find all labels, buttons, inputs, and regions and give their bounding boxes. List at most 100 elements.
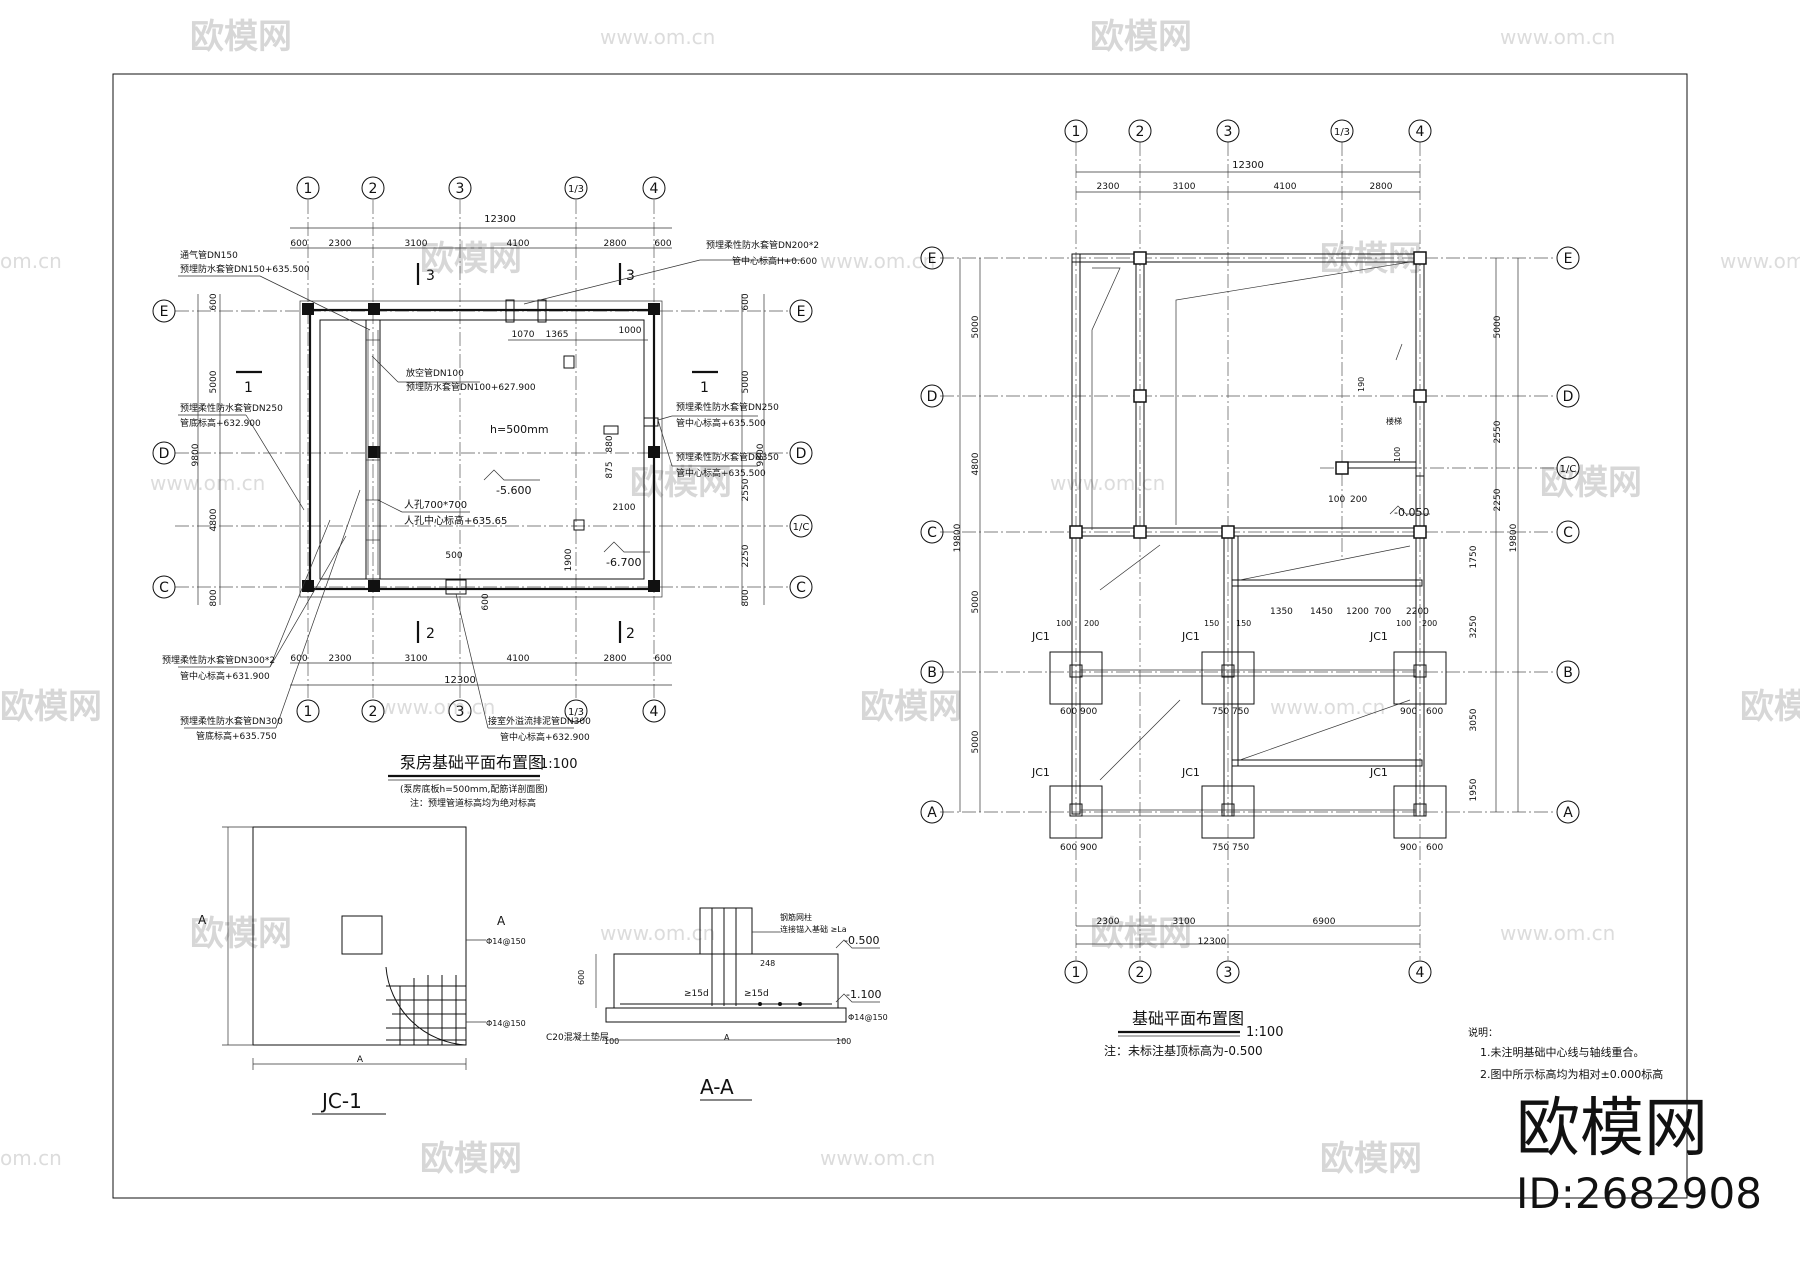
section-rebar: Φ14@150 (848, 1013, 888, 1022)
small-dim: 100 (1396, 619, 1411, 628)
cushion-layer (605, 1007, 847, 1023)
footing-label: JC1 (1181, 766, 1200, 779)
inner-dim: 875 (605, 461, 615, 478)
jc1-detail: A A A Φ14@150 Φ14@150 JC-1 (198, 826, 526, 1115)
axis-label: B (1563, 665, 1573, 681)
slab-thickness: h=500mm (490, 423, 549, 436)
axis-label: 2 (369, 181, 378, 197)
notes-heading: 说明： (1468, 1026, 1498, 1039)
dim: 3100 (1173, 182, 1196, 192)
section-dim: 600 (577, 970, 586, 985)
axis-label: E (928, 251, 937, 267)
section-mark: 1 (700, 380, 709, 396)
section-mark: 2 (426, 626, 435, 642)
dims-left: 19800 5000 4800 5000 5000 (953, 258, 981, 812)
axis-label: C (796, 580, 806, 596)
dims-right: 19800 5000 2550 2250 1750 3250 3050 1950 (1469, 258, 1519, 812)
axis-label: 1/3 (568, 184, 584, 195)
dim: 800 (209, 589, 219, 606)
axis-label: 4 (1416, 124, 1425, 140)
section-mark: 3 (626, 268, 635, 284)
dim: 600 (290, 654, 307, 664)
dim-total: 19800 (1509, 523, 1519, 552)
note: 预埋防水套管DN100+627.900 (406, 381, 536, 393)
plan-title: 泵房基础平面布置图 (400, 753, 544, 772)
dim: 5000 (1493, 315, 1503, 338)
axis-label: C (1563, 525, 1573, 541)
watermark-url: om.cn (0, 1146, 62, 1170)
small-dim: 150 (1236, 619, 1251, 628)
axis-label: 3 (456, 181, 465, 197)
plan-note: 注：未标注基顶标高为-0.500 (1104, 1043, 1263, 1058)
plan-scale: 1:100 (1246, 1025, 1283, 1040)
inner-dim: 880 (605, 435, 615, 452)
watermark-brand: 欧模网 (190, 914, 292, 954)
note: 管中心标高+631.900 (180, 670, 270, 682)
watermark-url: www.om.cn (150, 471, 265, 495)
dims-left: 9800 600 5000 4800 800 (191, 293, 221, 607)
footing-dim: 750 (1232, 843, 1249, 853)
tank-wall-outer (308, 308, 656, 591)
dim: 1950 (1469, 778, 1479, 801)
plan-title: 基础平面布置图 (1132, 1009, 1244, 1028)
section-aa: 钢筋网柱 连接锚入基础 ≥La 248 -0.500 -1.100 600 Φ1… (546, 907, 888, 1101)
slope-lines (1091, 261, 1411, 781)
dim: 4100 (507, 239, 530, 249)
dim: 4100 (507, 654, 530, 664)
small-dim: 150 (1204, 619, 1219, 628)
section-dim: A (724, 1033, 730, 1042)
axis-label: D (159, 446, 170, 462)
axis-label: 2 (369, 704, 378, 720)
stair-label: 楼梯 (1386, 416, 1402, 426)
tank-wall-inner (319, 319, 645, 580)
axis-label: A (927, 805, 937, 821)
grade-beams (1071, 253, 1425, 817)
note: 管中心标高+632.900 (500, 731, 590, 743)
dim: 2300 (1097, 917, 1120, 927)
footing-label: JC1 (1031, 630, 1050, 643)
dim: 3100 (405, 239, 428, 249)
dim: 600 (741, 293, 751, 310)
section-dim: 100 (604, 1037, 619, 1046)
small-dim: 1450 (1310, 607, 1333, 617)
watermark-url: www.om.cn (1720, 249, 1800, 273)
note: 人孔700*700 (404, 499, 467, 511)
axis-label: 1 (304, 704, 313, 720)
small-dim: 190 (1357, 377, 1366, 392)
dim: 600 (290, 239, 307, 249)
footing-dim: 600 (1426, 707, 1443, 717)
note: 预埋柔性防水套管DN200*2 (706, 239, 819, 251)
dim-total: 9800 (191, 443, 201, 466)
axis-label: 1/3 (1334, 127, 1350, 138)
section-mark: 1 (244, 380, 253, 396)
section-note: 钢筋网柱 (780, 912, 812, 922)
inner-dim: 1070 (512, 330, 535, 340)
ladder (366, 330, 380, 575)
axis-label: C (927, 525, 937, 541)
axis-label: 1 (304, 181, 313, 197)
dim: 4100 (1274, 182, 1297, 192)
axis-label: 4 (650, 704, 659, 720)
axis-bubbles-side: E D C B A E D 1/C C B A (920, 246, 1580, 824)
footing-label: JC1 (1369, 630, 1388, 643)
watermark-brand: 欧模网 (630, 463, 732, 503)
small-dim: 1350 (1270, 607, 1293, 617)
small-dim: 200 (1422, 619, 1437, 628)
inner-dim: 1365 (546, 330, 569, 340)
dim-total: 12300 (444, 675, 476, 686)
dims-bottom: 600 2300 3100 4100 2800 600 12300 (290, 654, 672, 686)
watermark-brand: 欧模网 (0, 687, 102, 727)
dims-bottom: 2300 3100 6900 12300 (1076, 917, 1420, 947)
note: 预埋防水套管DN150+635.500 (180, 263, 310, 275)
section-mark: 3 (426, 268, 435, 284)
elevation: -5.600 (496, 484, 531, 497)
inner-dim: 500 (445, 551, 462, 561)
section-elev: -0.500 (844, 934, 879, 947)
jc1-label: A (198, 913, 207, 927)
footing (1049, 651, 1103, 705)
footing-dim: 600 (1060, 843, 1077, 853)
axis-label: 3 (456, 704, 465, 720)
axis-bubbles-bottom: 1 2 3 4 (1064, 960, 1432, 984)
small-dim: 1200 (1346, 607, 1369, 617)
axis-bubbles-bottom: 1 2 3 1/3 4 (296, 699, 666, 723)
